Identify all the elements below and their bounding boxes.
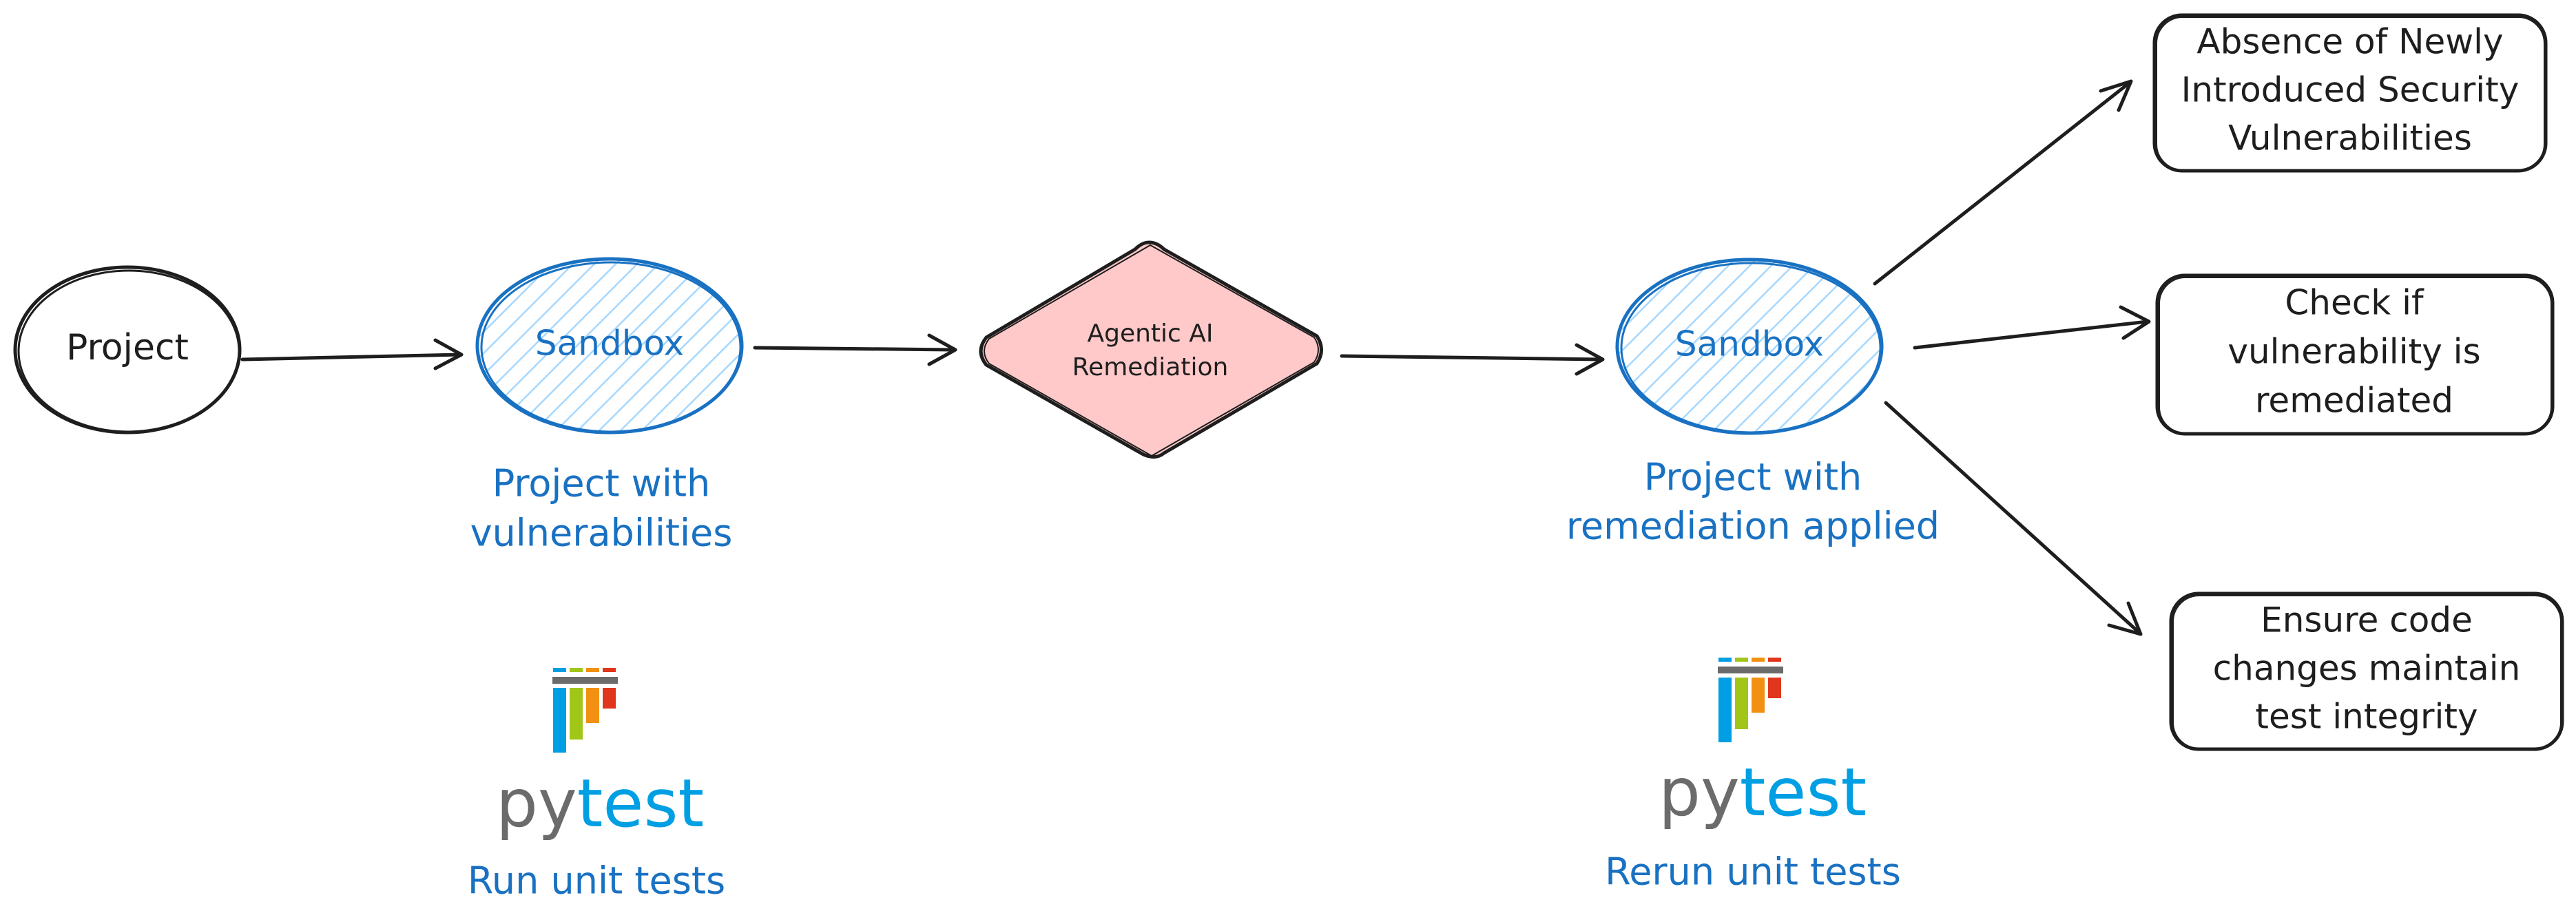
sandbox-1-label: Sandbox [535, 324, 684, 364]
pytest-caption-2: Rerun unit tests [1605, 850, 1901, 894]
check-absence-box: Absence of Newly Introduced Security Vul… [2152, 13, 2548, 173]
agentic-ai-label-line-2: Remediation [1072, 353, 1229, 381]
check-integrity-line-1: Ensure code [2261, 600, 2473, 640]
check-integrity-line-2: changes maintain [2213, 649, 2521, 689]
check-remediated-line-1: Check if [2285, 283, 2424, 323]
sandbox-2-caption-line-1: Project with [1644, 456, 1862, 499]
sandbox-2-caption-line-2: remediation applied [1566, 505, 1940, 548]
arrow-sandbox-to-absence [1873, 79, 2133, 286]
arrow-sandbox-to-integrity [1884, 401, 2143, 636]
check-remediated-box: Check if vulnerability is remediated [2155, 273, 2555, 436]
check-remediated-line-2: vulnerability is [2227, 332, 2480, 372]
check-absence-line-2: Introduced Security [2181, 70, 2520, 110]
pytest-wordmark-test: test [1740, 754, 1867, 831]
sandbox-2-label: Sandbox [1675, 324, 1824, 364]
sandbox-2-caption: Project with remediation applied [1566, 456, 1940, 548]
agentic-ai-node: Agentic AI Remediation [979, 240, 1323, 459]
agentic-ai-label-line-1: Agentic AI [1087, 319, 1213, 348]
pytest-wordmark-1: pytest [496, 765, 704, 842]
check-integrity-line-3: test integrity [2255, 697, 2478, 737]
project-node: Project [13, 265, 242, 434]
check-absence-line-1: Absence of Newly [2196, 22, 2503, 62]
arrow-sandbox-to-agent [753, 333, 957, 366]
pytest-wordmark-py: py [1659, 754, 1740, 831]
check-integrity-box: Ensure code changes maintain test integr… [2169, 591, 2564, 751]
pytest-wordmark-py: py [496, 765, 577, 842]
sandbox-1-caption: Project with vulnerabilities [470, 462, 733, 555]
sandbox-node-1: Sandbox [475, 257, 744, 434]
check-remediated-line-3: remediated [2255, 381, 2453, 421]
project-label: Project [66, 327, 189, 368]
pytest-logo-icon [552, 668, 618, 753]
arrow-project-to-sandbox [240, 338, 464, 370]
sandbox-1-caption-line-1: Project with [492, 462, 711, 505]
pytest-logo-icon [1718, 658, 1783, 742]
sandbox-1-caption-line-2: vulnerabilities [470, 512, 733, 555]
arrow-sandbox-to-remediated [1913, 305, 2151, 350]
pytest-block-1: pytest Run unit tests [468, 668, 725, 903]
pytest-block-2: pytest Rerun unit tests [1605, 658, 1901, 894]
check-absence-line-3: Vulnerabilities [2228, 118, 2472, 158]
sandbox-node-2: Sandbox [1615, 258, 1884, 435]
arrow-agent-to-sandbox [1340, 343, 1605, 376]
pytest-wordmark-2: pytest [1659, 754, 1867, 831]
pytest-wordmark-test: test [577, 765, 704, 842]
pytest-caption-1: Run unit tests [468, 859, 725, 903]
